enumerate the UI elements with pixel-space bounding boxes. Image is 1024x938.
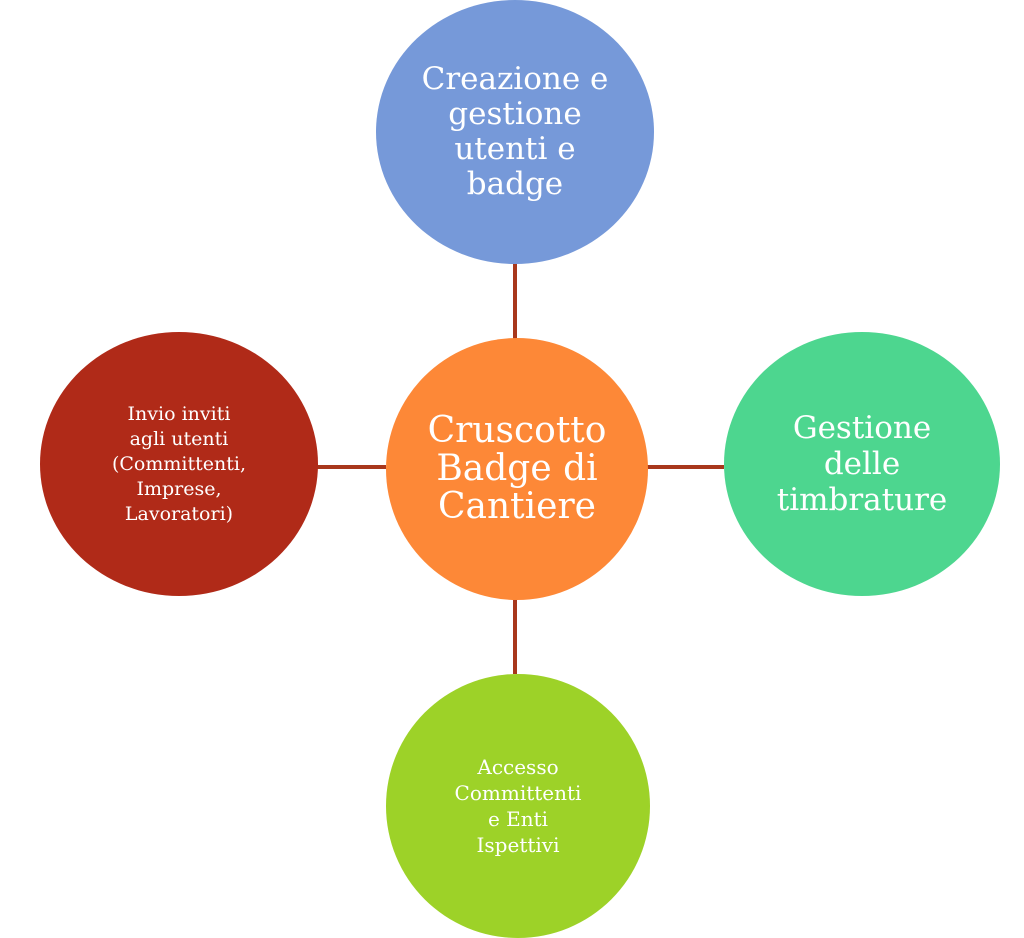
- node-cruscotto-center: Cruscotto Badge di Cantiere: [386, 338, 648, 600]
- connector-top: [513, 262, 517, 342]
- connector-bottom: [513, 598, 517, 674]
- node-left-label: Invio inviti agli utenti (Committenti, I…: [111, 402, 246, 525]
- node-invio-inviti: Invio inviti agli utenti (Committenti, I…: [40, 332, 318, 596]
- connector-left: [316, 465, 386, 469]
- node-top-label: Creazione e gestione utenti e badge: [421, 61, 609, 202]
- node-gestione-timbrature: Gestione delle timbrature: [724, 332, 1000, 596]
- node-creazione-gestione-utenti: Creazione e gestione utenti e badge: [376, 0, 654, 264]
- node-center-label: Cruscotto Badge di Cantiere: [427, 410, 607, 527]
- node-right-label: Gestione delle timbrature: [776, 410, 948, 518]
- connector-right: [646, 465, 724, 469]
- node-bottom-label: Accesso Committenti e Enti Ispettivi: [454, 755, 582, 857]
- node-accesso-committenti: Accesso Committenti e Enti Ispettivi: [386, 674, 650, 938]
